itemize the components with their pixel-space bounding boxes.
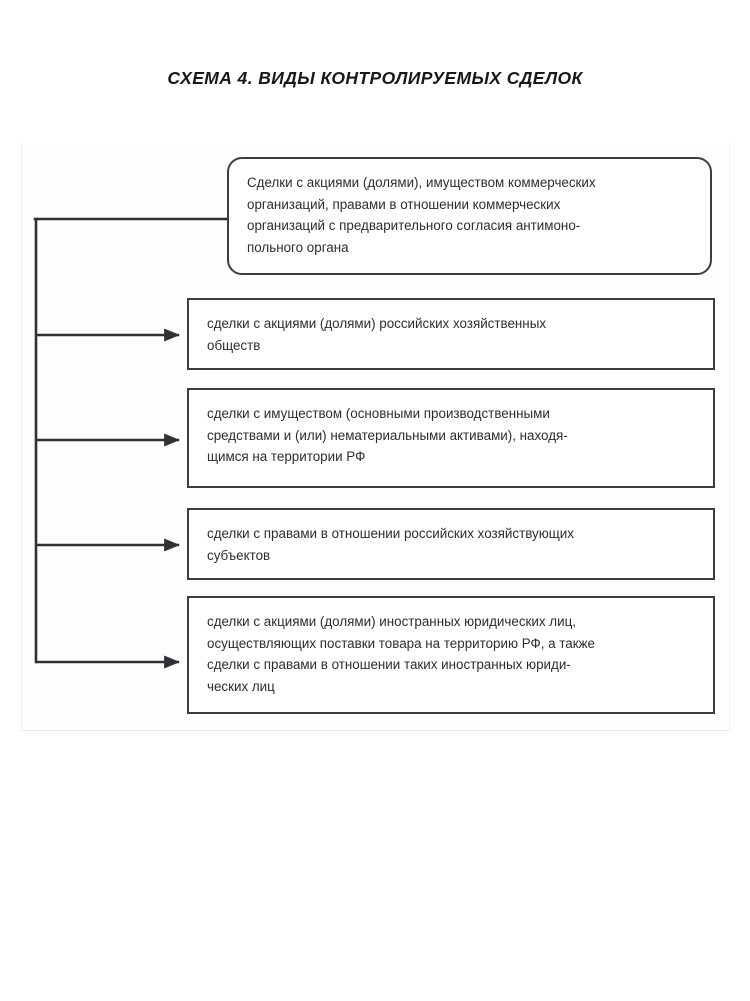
page-title: СХЕМА 4. ВИДЫ КОНТРОЛИРУЕМЫХ СДЕЛОК	[167, 68, 583, 88]
diagram-node-3: сделки с правами в отношении российских …	[187, 508, 715, 580]
node-line: сделки с имуществом (основными производс…	[207, 406, 550, 421]
node-line: осуществляющих поставки товара на террит…	[207, 635, 596, 651]
diagram-node-root: Сделки с акциями (долями), имуществом ко…	[227, 157, 712, 275]
node-line: средствами и (или) нематериальными актив…	[207, 427, 568, 443]
node-line: сделки с акциями (долями) российских хоз…	[207, 316, 547, 331]
node-line: сделки с правами в отношении таких иност…	[207, 657, 571, 673]
node-line: обществ	[207, 337, 261, 353]
node-line: сделки с правами в отношении российских …	[207, 526, 574, 541]
node-line: организаций, правами в отношении коммерч…	[247, 196, 561, 212]
node-line: сделки с акциями (долями) иностранных юр…	[207, 614, 576, 629]
diagram-node-1: сделки с акциями (долями) российских хоз…	[187, 298, 715, 370]
node-line: организаций с предварительного согласия …	[247, 218, 581, 234]
node-line: польного органа	[247, 240, 349, 256]
diagram-node-4: сделки с акциями (долями) иностранных юр…	[187, 596, 715, 714]
node-line: ческих лиц	[207, 679, 275, 695]
node-line: щимся на территории РФ	[207, 449, 366, 465]
diagram-node-2: сделки с имуществом (основными производс…	[187, 388, 715, 488]
node-line: субъектов	[207, 547, 271, 563]
node-line: Сделки с акциями (долями), имуществом ко…	[247, 175, 596, 190]
